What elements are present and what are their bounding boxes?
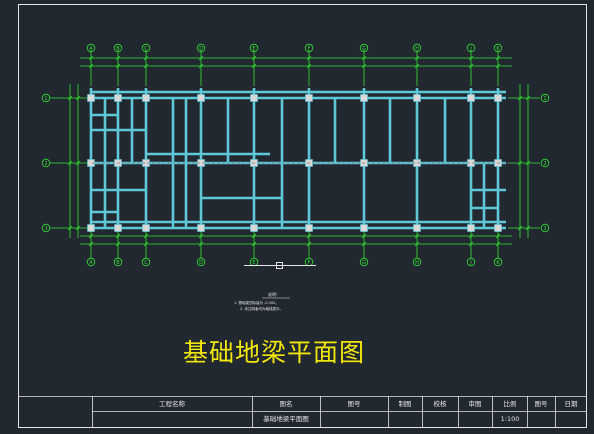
dimension-lines [50,50,540,258]
sheet-label: 图号 [535,400,549,408]
axis-bubble-F-top [304,43,314,53]
axis-label-3: 3 [543,226,546,232]
title-block [18,396,586,428]
axis-bubble-C-top [141,43,151,53]
date-label: 日期 [565,400,579,408]
axis-label-3: 3 [44,226,47,232]
axis-label-A: A [89,46,93,52]
axis-bubble-2-right [540,158,550,168]
column-8-3 [413,224,421,232]
axis-bubble-D-top [196,43,206,53]
check-label: 校核 [434,399,448,408]
notes-heading: 说明： [268,291,280,297]
axis-bubble-3-left [41,223,51,233]
axis-label-D: D [199,260,203,266]
column-10-3 [494,224,502,232]
axis-bubble-G-top [359,43,369,53]
column-2-3 [114,224,122,232]
column-9-3 [467,224,475,232]
column-7-1 [360,94,368,102]
axis-label-G: G [362,260,366,266]
axis-label-D: D [199,46,203,52]
column-markers [87,94,502,232]
axis-label-H: H [415,46,419,52]
axis-label-2: 2 [44,161,47,167]
column-6-3 [305,224,313,232]
column-8-1 [413,94,421,102]
axis-label-J: J [469,260,471,266]
project-name-label: 工程名称 [159,399,186,408]
axis-bubbles: A A B B C C D D E E F F G G H H J J K K 1 1 2 2 3 3 [41,43,550,267]
axis-label-B: B [116,46,120,52]
axis-label-H: H [415,260,419,266]
drawing-title: 基础地梁平面图 [183,338,366,367]
axis-bubble-G-bottom [359,257,369,267]
column-10-1 [494,94,502,102]
column-3-1 [142,94,150,102]
axis-label-A: A [89,260,93,266]
notes-block: 说明： 1. 基础梁顶标高为 -0.300。 2. 未注明者均为轴线居中。 [234,291,290,311]
column-3-3 [142,224,150,232]
axis-label-K: K [496,260,500,266]
axis-bubble-B-bottom [113,257,123,267]
axis-label-C: C [144,46,148,52]
drawing-name-value: 基础地梁平面图 [263,414,309,423]
column-5-3 [250,224,258,232]
axis-label-1: 1 [543,96,546,102]
notes-line-1: 1. 基础梁顶标高为 -0.300。 [234,300,279,305]
axis-label-G: G [362,46,366,52]
axis-label-2: 2 [543,161,546,167]
drawing-name-label: 图名 [280,399,293,408]
axis-label-E: E [252,46,255,52]
axis-bubble-J-bottom [466,257,476,267]
column-9-1 [467,94,475,102]
axis-label-C: C [144,260,148,266]
column-7-3 [360,224,368,232]
sheet-frame [18,4,587,428]
axis-bubble-A-top [86,43,96,53]
cursor-crosshair [244,262,316,269]
axis-bubble-A-bottom [86,257,96,267]
axis-bubble-J-top [466,43,476,53]
scale-label: 比例 [504,399,517,408]
axis-bubble-1-left [41,93,51,103]
axis-bubble-E-top [249,43,259,53]
notes-line-2: 2. 未注明者均为轴线居中。 [240,306,283,311]
axis-bubble-H-top [412,43,422,53]
column-1-1 [87,94,95,102]
axis-label-F: F [308,46,311,52]
axis-label-J: J [469,46,471,52]
axis-label-1: 1 [44,96,47,102]
axis-label-B: B [116,260,120,266]
axis-bubble-B-top [113,43,123,53]
axis-bubble-H-bottom [412,257,422,267]
axis-bubble-K-top [493,43,503,53]
axis-label-F: F [308,260,311,266]
axis-label-E: E [252,260,255,266]
scale-value: 1:100 [501,415,520,423]
drawn-label: 制图 [399,399,412,408]
column-6-1 [305,94,313,102]
column-4-3 [197,224,205,232]
column-1-3 [87,224,95,232]
column-4-1 [197,94,205,102]
column-5-1 [250,94,258,102]
column-2-1 [114,94,122,102]
drawing-no-label: 图号 [348,400,362,408]
axis-bubble-3-right [540,223,550,233]
axis-label-K: K [496,46,500,52]
axis-bubble-1-right [540,93,550,103]
axis-bubble-C-bottom [141,257,151,267]
axis-bubble-K-bottom [493,257,503,267]
axis-bubble-2-left [41,158,51,168]
review-label: 审图 [469,399,482,408]
axis-bubble-D-bottom [196,257,206,267]
